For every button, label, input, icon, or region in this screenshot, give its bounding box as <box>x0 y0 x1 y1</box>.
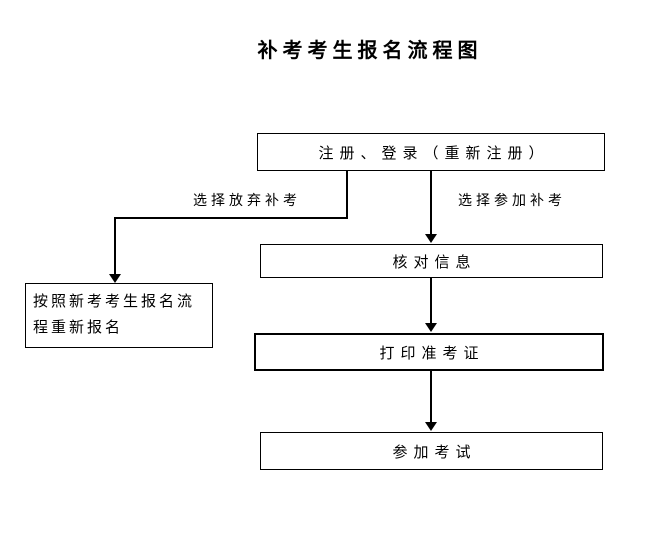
node-verify-info: 核对信息 <box>260 244 603 278</box>
arrowhead-print-to-exam-icon <box>425 422 437 431</box>
arrowhead-verify-to-print-icon <box>425 323 437 332</box>
arrowhead-participate-icon <box>425 234 437 243</box>
connector-verify-to-print <box>430 278 432 324</box>
connector-abandon-horizontal <box>114 217 348 219</box>
connector-print-to-exam <box>430 371 432 423</box>
node-verify-info-label: 核对信息 <box>392 254 477 271</box>
connector-abandon-vertical-to-reapply <box>114 217 116 275</box>
connector-abandon-vertical-from-register <box>346 171 348 218</box>
edge-label-participate: 选择参加补考 <box>458 194 566 209</box>
node-take-exam: 参加考试 <box>260 432 603 470</box>
node-reapply-label: 按照新考考生报名流程重新报名 <box>33 294 196 336</box>
arrowhead-abandon-icon <box>109 274 121 283</box>
connector-participate-vertical <box>430 171 432 235</box>
node-take-exam-label: 参加考试 <box>392 444 477 461</box>
page-title: 补考考生报名流程图 <box>257 40 483 62</box>
node-print-ticket: 打印准考证 <box>254 333 604 371</box>
node-print-ticket-label: 打印准考证 <box>379 345 485 362</box>
node-register-login-label: 注册、登录（重新注册） <box>318 145 550 162</box>
node-reapply: 按照新考考生报名流程重新报名 <box>25 283 213 348</box>
node-register-login: 注册、登录（重新注册） <box>257 133 605 171</box>
edge-label-abandon: 选择放弃补考 <box>193 194 301 209</box>
